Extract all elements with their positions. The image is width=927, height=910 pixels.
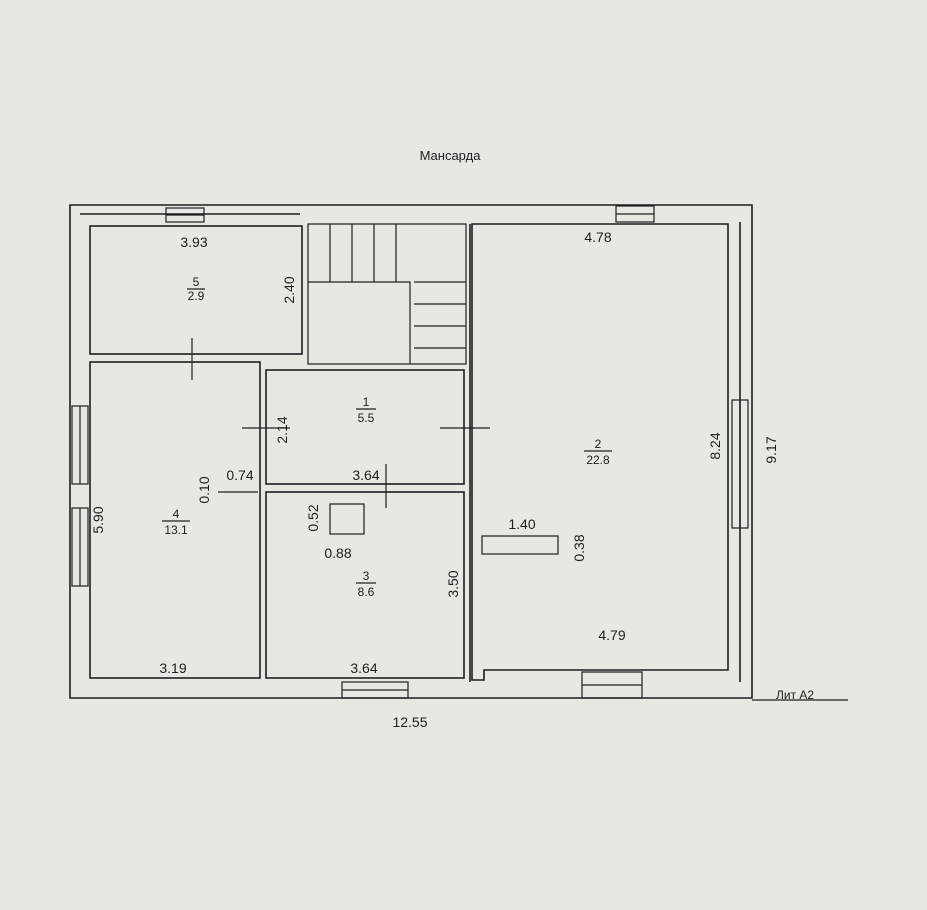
svg-text:5: 5: [193, 275, 200, 289]
room-1: [265, 369, 465, 485]
dim-room2-niche-h: 0.38: [571, 534, 587, 561]
dim-room5-width: 3.93: [180, 234, 207, 250]
dim-room1-width: 3.64: [352, 467, 379, 483]
svg-text:2.9: 2.9: [188, 289, 205, 303]
dim-room3-height: 3.50: [445, 570, 461, 597]
dim-room3-bottom: 3.64: [350, 660, 377, 676]
svg-text:2: 2: [595, 437, 602, 451]
svg-text:13.1: 13.1: [164, 523, 188, 537]
room-2: [471, 223, 729, 681]
dim-room1-height: 2.14: [274, 416, 290, 443]
dim-room4-height: 5.90: [90, 506, 106, 533]
door-marks: [191, 338, 490, 508]
room-1-label: 1 5.5: [356, 395, 376, 425]
windows: [71, 205, 749, 699]
svg-text:1: 1: [363, 395, 370, 409]
room-4: [89, 361, 261, 679]
dim-room2-bottom: 4.79: [598, 627, 625, 643]
lit-label: Лит А2: [776, 688, 814, 702]
dim-corridor-width: 0.74: [226, 467, 253, 483]
room-3: [265, 491, 465, 679]
room-5-label: 5 2.9: [187, 275, 205, 303]
dim-room3-niche-h: 0.52: [305, 504, 321, 531]
plan-title: Мансарда: [420, 148, 482, 163]
dim-room4-bottom: 3.19: [159, 660, 186, 676]
dim-room2-top: 4.78: [584, 229, 611, 245]
dim-room3-niche-w: 0.88: [324, 545, 351, 561]
svg-text:8.6: 8.6: [358, 585, 375, 599]
dim-overall-height: 9.17: [763, 436, 779, 463]
room-3-label: 3 8.6: [356, 569, 376, 599]
room-5: [89, 225, 303, 355]
room-2-niche: [481, 535, 559, 555]
svg-text:4: 4: [173, 507, 180, 521]
dim-overall-width: 12.55: [392, 714, 427, 730]
dim-corridor-gap: 0.10: [196, 476, 212, 503]
svg-text:3: 3: [363, 569, 370, 583]
dim-room2-height: 8.24: [707, 432, 723, 459]
room-3-niche: [329, 503, 365, 535]
room-2-label: 2 22.8: [584, 437, 612, 467]
svg-text:22.8: 22.8: [586, 453, 610, 467]
staircase: [307, 223, 467, 365]
svg-text:5.5: 5.5: [358, 411, 375, 425]
room-4-label: 4 13.1: [162, 507, 190, 537]
dim-room5-height: 2.40: [281, 276, 297, 303]
dim-room2-niche-w: 1.40: [508, 516, 535, 532]
outer-walls: [69, 204, 753, 699]
